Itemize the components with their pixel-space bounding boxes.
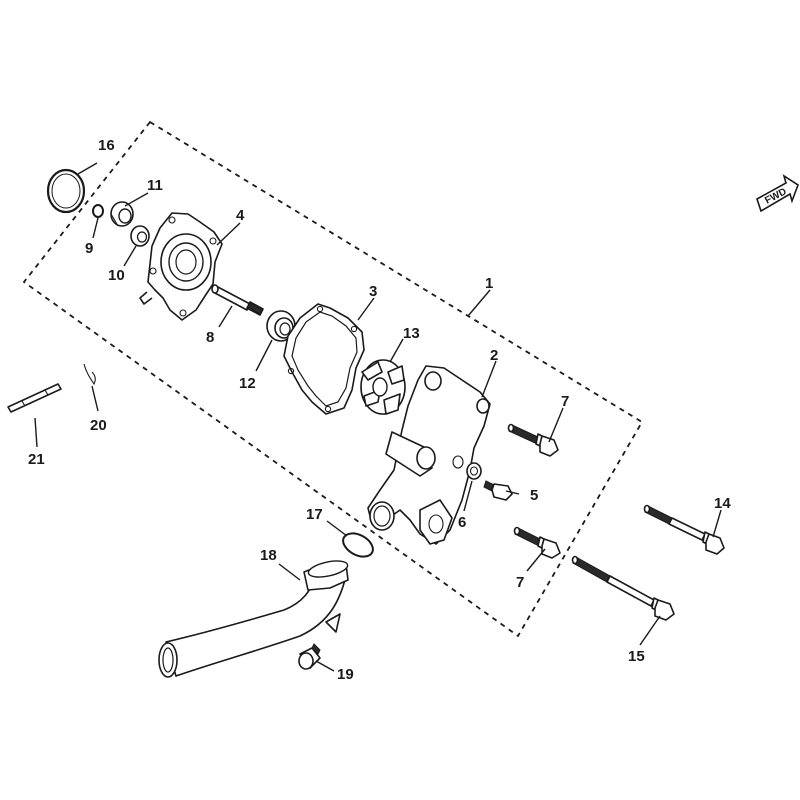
callout-20: 20 <box>90 417 107 434</box>
callout-12: 12 <box>239 375 256 392</box>
assembly-boundary <box>22 120 644 638</box>
bolt-part-7-upper <box>507 423 559 457</box>
callout-7-lower: 7 <box>516 574 524 591</box>
fwd-arrow-icon: FWD <box>756 174 799 213</box>
callout-11: 11 <box>147 177 163 194</box>
bearing-part-10 <box>130 225 150 247</box>
callout-17: 17 <box>306 506 323 523</box>
long-bolt-part-15 <box>571 555 675 621</box>
callout-18: 18 <box>260 547 277 564</box>
pin-part-21 <box>7 383 62 413</box>
callout-2: 2 <box>490 347 498 364</box>
callout-6: 6 <box>458 514 466 531</box>
callout-10: 10 <box>108 267 125 284</box>
drain-bolt-part-5 <box>483 480 513 501</box>
callout-8: 8 <box>206 329 214 346</box>
seal-part-11 <box>110 201 134 227</box>
callout-3: 3 <box>369 283 377 300</box>
o-ring-part-16 <box>46 168 86 214</box>
pump-cover-part-4 <box>139 212 223 321</box>
coolant-pipe-part-18 <box>158 560 349 678</box>
callout-labels: 1 2 3 4 5 6 7 7 8 9 10 11 12 13 14 15 16… <box>28 137 731 683</box>
callout-13: 13 <box>403 325 420 342</box>
washer-part-9 <box>92 204 104 218</box>
washer-part-6 <box>466 462 482 480</box>
leader-lines <box>34 162 722 672</box>
callout-14: 14 <box>714 495 731 512</box>
impeller-part-13 <box>360 359 406 415</box>
callout-4: 4 <box>236 207 245 224</box>
callout-9: 9 <box>85 240 93 257</box>
o-ring-part-17 <box>342 532 374 558</box>
callout-5: 5 <box>530 487 538 504</box>
callout-16: 16 <box>98 137 115 154</box>
callout-15: 15 <box>628 648 645 665</box>
fwd-label: FWD <box>763 186 788 206</box>
long-bolt-part-14 <box>643 504 725 555</box>
callout-21: 21 <box>28 451 45 468</box>
grommet-part-19 <box>298 643 321 670</box>
callout-19: 19 <box>337 666 354 683</box>
clip-part-20 <box>83 363 96 386</box>
bolt-part-7-lower <box>513 526 561 559</box>
shaft-part-8 <box>211 284 264 316</box>
callout-7-upper: 7 <box>561 393 569 410</box>
callout-1: 1 <box>485 275 493 292</box>
gasket-part-3 <box>283 303 365 415</box>
pump-body-part-2 <box>367 365 491 545</box>
mechanical-seal-part-12 <box>266 310 296 342</box>
